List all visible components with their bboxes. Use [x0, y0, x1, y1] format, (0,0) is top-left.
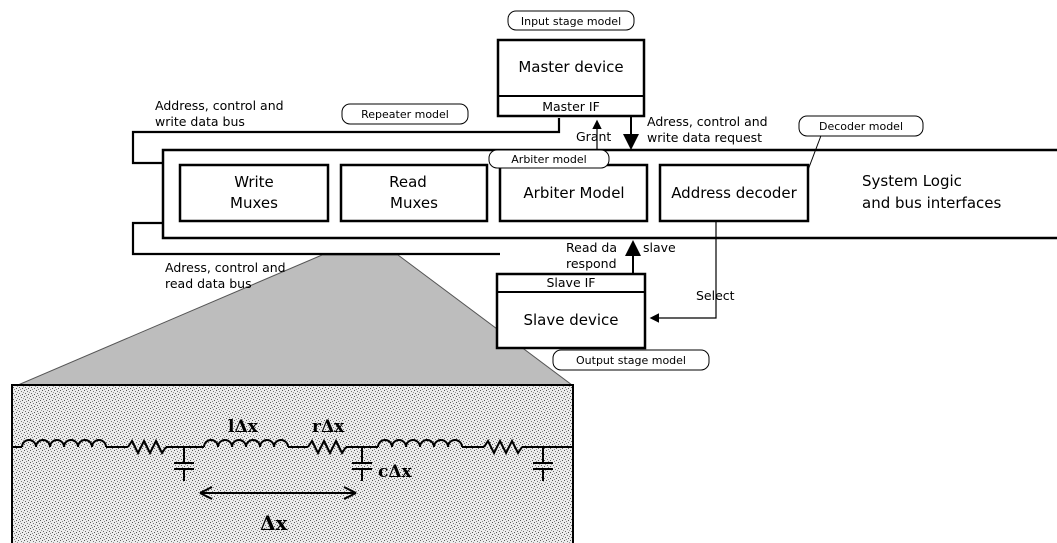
slave-respond-label-2: slave [643, 240, 676, 255]
request-label-1: Adress, control and [647, 114, 768, 129]
slave-device-box [495, 272, 647, 350]
master-device-box [496, 38, 646, 118]
system-logic-label-2: and bus interfaces [862, 194, 1001, 212]
slave-respond-label-1: Read da [566, 240, 617, 255]
address-decoder-block [658, 163, 810, 223]
arbiter-tag-text: Arbiter model [511, 153, 586, 166]
slave-device-label: Slave device [523, 311, 618, 329]
select-label: Select [696, 288, 735, 303]
input-stage-tag [507, 10, 635, 31]
select-line [649, 221, 717, 323]
resistance-label: rΔx [312, 417, 345, 437]
write-muxes-block [178, 163, 330, 223]
capacitance-label: cΔx [378, 462, 413, 482]
system-logic-label-1: System Logic [862, 172, 962, 190]
write-muxes-label-2: Muxes [230, 194, 278, 212]
decoder-tag [798, 115, 924, 137]
circuit-panel [11, 384, 574, 543]
read-muxes-label-1: Read [389, 173, 427, 191]
output-stage-tag-text: Output stage model [576, 354, 686, 367]
master-device-label: Master device [518, 58, 623, 76]
outer-bus-loop [131, 118, 561, 256]
rlc-ladder [12, 438, 573, 500]
arbiter-tag [488, 149, 610, 169]
read-muxes-block [339, 163, 489, 223]
read-muxes-label-2: Muxes [390, 194, 438, 212]
read-bus-label-1: Adress, control and [165, 260, 286, 275]
slave-respond-label-3: respond [566, 256, 617, 271]
read-bus-label-2: read data bus [165, 276, 252, 291]
inductance-label: lΔx [228, 417, 259, 437]
zoom-projection [17, 254, 574, 386]
arbiter-block [498, 163, 649, 223]
repeater-tag [341, 103, 469, 125]
output-stage-tag [552, 349, 710, 371]
write-bus-label-2: write data bus [155, 114, 245, 129]
write-muxes-label-1: Write [234, 173, 274, 191]
grant-label: Grant [576, 129, 611, 144]
master-if-label: Master IF [542, 99, 600, 114]
repeater-tag-text: Repeater model [361, 108, 449, 121]
request-label-2: write data request [647, 130, 762, 145]
length-label: Δx [260, 511, 289, 535]
decoder-tag-text: Decoder model [819, 120, 903, 133]
write-bus-label-1: Address, control and [155, 98, 284, 113]
arbiter-model-label: Arbiter Model [523, 184, 624, 202]
input-stage-tag-text: Input stage model [521, 15, 621, 28]
slave-if-label: Slave IF [546, 275, 595, 290]
address-decoder-label: Address decoder [671, 184, 797, 202]
